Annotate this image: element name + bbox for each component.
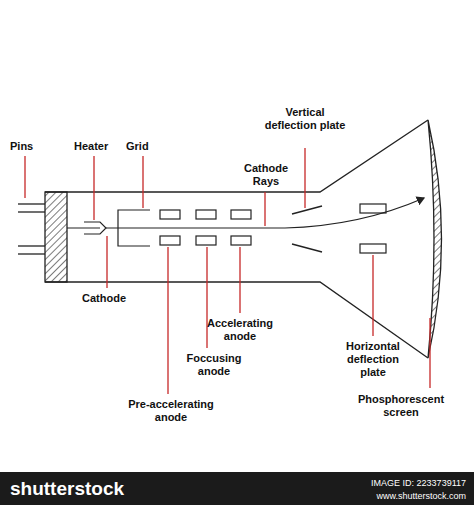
horizontal-deflection-plates (360, 204, 386, 253)
part-label: Horizontal deflection plate (336, 340, 410, 379)
pins (18, 204, 45, 254)
part-label: Pre-accelerating anode (116, 398, 226, 424)
part-label: Vertical deflection plate (262, 106, 348, 132)
part-label: Foccusing anode (184, 352, 244, 378)
part-label: Phosphorescent screen (346, 393, 456, 419)
leader-lines (25, 148, 430, 394)
part-label: Pins (10, 140, 50, 153)
watermark-id: IMAGE ID: 2233739117 (300, 477, 466, 489)
part-label: Heater (74, 140, 124, 153)
watermark-logo: shutterstock (10, 478, 160, 500)
watermark-bar (0, 472, 474, 505)
part-label: Cathode Rays (236, 162, 296, 188)
watermark-url: www.shutterstock.com (300, 490, 466, 502)
part-label: Grid (126, 140, 166, 153)
tube-outline (45, 120, 428, 358)
cathode-heater (67, 222, 106, 234)
tube-base (45, 192, 67, 282)
part-label: Cathode (82, 292, 142, 305)
vertical-deflection-plates (292, 206, 322, 252)
part-label: Accelerating anode (200, 317, 280, 343)
